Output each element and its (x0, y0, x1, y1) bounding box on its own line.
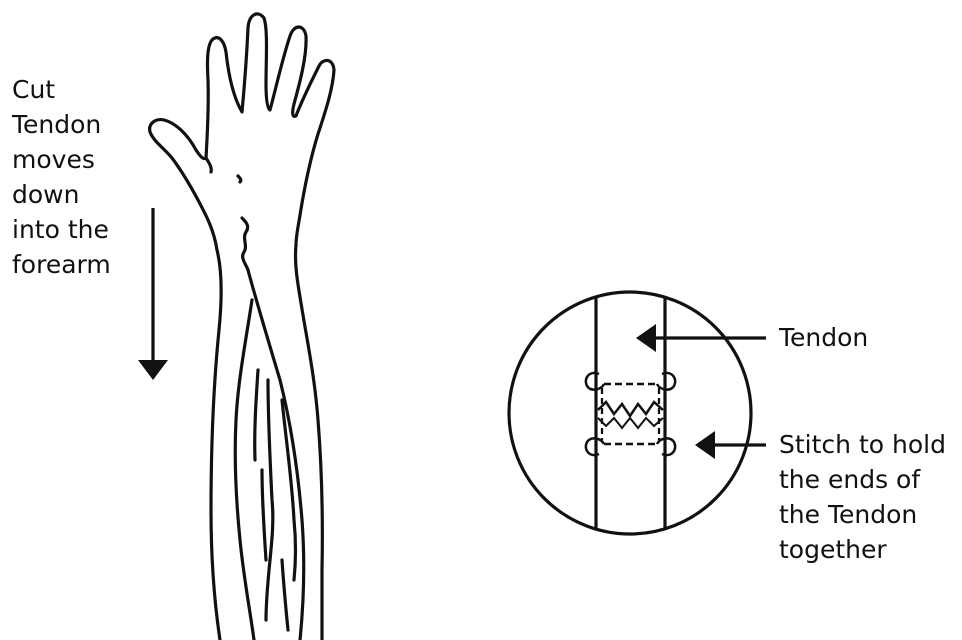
cut-tendon-label-line: down (12, 177, 111, 212)
stitch-label-line: Stitch to hold (779, 427, 946, 462)
cut-tendon-label: Cut Tendon moves down into the forearm (12, 72, 111, 282)
stitch-pointer-head (695, 431, 715, 459)
down-arrow-head (138, 360, 168, 380)
palm-mark (238, 176, 241, 182)
stitch-label-line: the ends of (779, 462, 946, 497)
hand-fingers-outline (206, 14, 334, 245)
cut-tendon-label-line: Tendon (12, 107, 111, 142)
stitch-label-line: the Tendon (779, 497, 946, 532)
tendon-cut-bottom (598, 418, 663, 428)
tendon-pointer-arrow (636, 324, 766, 352)
magnified-view (509, 292, 751, 534)
forearm-line-1 (255, 370, 258, 460)
cut-tendon-label-line: forearm (12, 247, 111, 282)
arm-outline-left (150, 120, 221, 640)
stitch-pointer-arrow (695, 431, 766, 459)
tendon-pointer-head (636, 324, 656, 352)
stitch-label-line: together (779, 532, 946, 567)
down-arrow (138, 208, 168, 380)
wrist-detail (242, 218, 248, 270)
forearm-line-2 (268, 380, 273, 560)
tendon-label-text: Tendon (779, 320, 868, 355)
palm-crease (206, 158, 211, 172)
tendon-label: Tendon (779, 320, 868, 355)
tendon-cut-top (598, 402, 663, 416)
arm-outline-right (295, 245, 322, 640)
forearm-line-6 (282, 560, 288, 630)
forearm-line-5 (266, 560, 270, 620)
cut-tendon-label-line: Cut (12, 72, 111, 107)
cut-tendon-label-line: into the (12, 212, 111, 247)
arm-illustration (150, 14, 334, 640)
forearm-line-4 (262, 470, 266, 560)
stitch-label: Stitch to hold the ends of the Tendon to… (779, 427, 946, 567)
magnified-circle (509, 292, 751, 534)
forearm-muscle-inner (235, 300, 254, 640)
cut-tendon-label-line: moves (12, 142, 111, 177)
